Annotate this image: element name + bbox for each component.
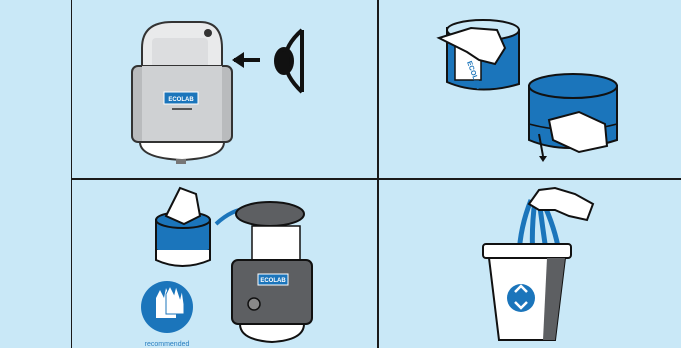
open-dispenser-icon: ECOLAB bbox=[232, 202, 312, 342]
eye-icon bbox=[276, 30, 302, 92]
step-1-illustration: ECOLAB bbox=[72, 0, 377, 178]
step-2-illustration: ECOLAB bbox=[379, 0, 681, 178]
gloves-icon bbox=[141, 281, 193, 333]
recycle-bin-icon bbox=[483, 244, 571, 340]
recommended-caption: recommended bbox=[132, 341, 202, 348]
step-4-panel bbox=[379, 180, 681, 348]
grid-divider-horizontal bbox=[71, 178, 681, 180]
grid-divider-vertical bbox=[377, 0, 379, 348]
step-1-panel: ECOLAB bbox=[72, 0, 377, 178]
side-strip bbox=[0, 0, 71, 348]
step-4-illustration bbox=[379, 180, 681, 348]
svg-text:ECOLAB: ECOLAB bbox=[168, 97, 194, 103]
wipes-roll-icon bbox=[156, 188, 210, 266]
dispenser-icon: ECOLAB bbox=[132, 22, 232, 164]
step-3-panel: ECOLAB recommended bbox=[72, 180, 377, 348]
wipes-roll-icon bbox=[529, 74, 617, 152]
step-2-panel: ECOLAB bbox=[379, 0, 681, 178]
step-3-illustration: ECOLAB bbox=[72, 180, 377, 348]
svg-text:ECOLAB: ECOLAB bbox=[260, 278, 286, 284]
instruction-grid: ECOLAB ECOLAB bbox=[71, 0, 681, 348]
